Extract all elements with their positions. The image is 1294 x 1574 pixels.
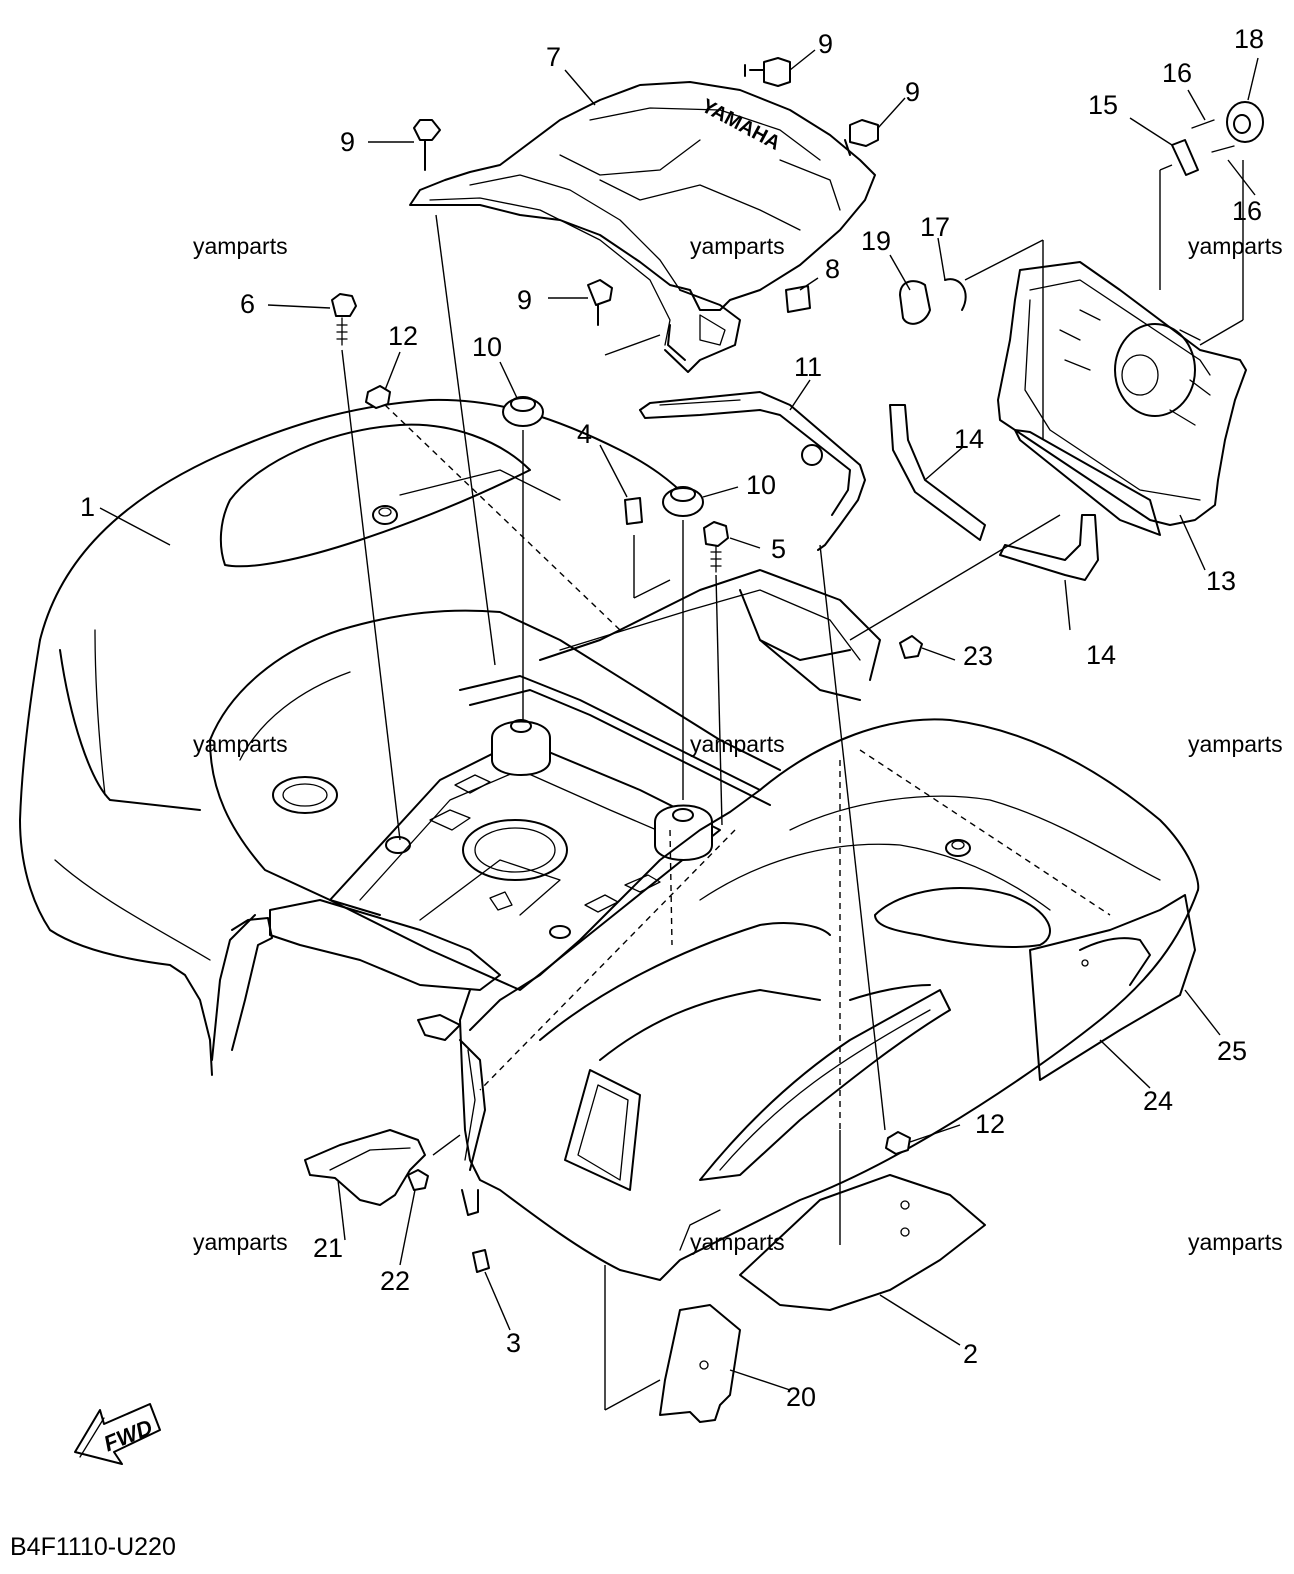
callout-17: 17	[920, 212, 950, 242]
callout-2: 2	[963, 1339, 978, 1369]
trim-strips	[889, 404, 1099, 581]
callout-12: 12	[388, 321, 418, 351]
callout-20: 20	[786, 1382, 816, 1412]
taillight-housing	[997, 261, 1247, 536]
watermark: yamparts	[1188, 731, 1283, 757]
fasteners	[331, 57, 1264, 1273]
callout-1: 1	[80, 492, 95, 522]
callout-24: 24	[1143, 1086, 1173, 1116]
fwd-arrow-icon: FWD	[74, 1403, 161, 1465]
assembly-guide-lines	[341, 160, 1244, 1411]
leader-lines	[99, 49, 1259, 1391]
mudflap-right	[1029, 894, 1196, 1081]
callout-21: 21	[313, 1233, 343, 1263]
callout-10: 10	[472, 332, 502, 362]
lower-flap-20	[659, 1304, 741, 1423]
callout-4: 4	[577, 419, 592, 449]
watermark: yamparts	[690, 233, 785, 259]
watermark: yamparts	[193, 233, 288, 259]
callout-18: 18	[1234, 24, 1264, 54]
callout-9: 9	[517, 285, 532, 315]
callout-25: 25	[1217, 1036, 1247, 1066]
yamaha-brand-mark: YAMAHA	[698, 95, 784, 155]
diagram-code: B4F1110-U220	[10, 1533, 176, 1561]
fwd-label: FWD	[100, 1414, 156, 1456]
watermark: yamparts	[690, 731, 785, 757]
callout-12: 12	[975, 1109, 1005, 1139]
callout-14: 14	[954, 424, 984, 454]
callout-9: 9	[905, 77, 920, 107]
watermarks: yamparts yamparts yamparts yamparts yamp…	[193, 233, 1283, 1255]
bracket-21	[304, 1129, 426, 1206]
watermark: yamparts	[193, 731, 288, 757]
callout-6: 6	[240, 289, 255, 319]
callout-5: 5	[771, 534, 786, 564]
callout-9: 9	[340, 127, 355, 157]
callout-16: 16	[1162, 58, 1192, 88]
top-cover-panel: YAMAHA	[409, 81, 876, 373]
bracket-part-11	[639, 391, 866, 551]
callout-13: 13	[1206, 566, 1236, 596]
watermark: yamparts	[1188, 1229, 1283, 1255]
callout-9: 9	[818, 29, 833, 59]
callout-3: 3	[506, 1328, 521, 1358]
callout-16: 16	[1232, 196, 1262, 226]
callout-7: 7	[546, 42, 561, 72]
callout-22: 22	[380, 1266, 410, 1296]
callout-19: 19	[861, 226, 891, 256]
callout-23: 23	[963, 641, 993, 671]
callout-11: 11	[794, 352, 822, 382]
callout-labels: 1 2 3 4 5 6 7 8 9 9 9 9 10 10 11 12 12 1…	[80, 24, 1264, 1412]
watermark: yamparts	[1188, 233, 1283, 259]
callout-8: 8	[825, 254, 840, 284]
rear-fender-body	[19, 398, 1200, 1281]
watermark: yamparts	[193, 1229, 288, 1255]
callout-14: 14	[1086, 640, 1116, 670]
mudguard-plate-2	[739, 1174, 986, 1311]
watermark: yamparts	[690, 1229, 785, 1255]
callout-10: 10	[746, 470, 776, 500]
callout-15: 15	[1088, 90, 1118, 120]
